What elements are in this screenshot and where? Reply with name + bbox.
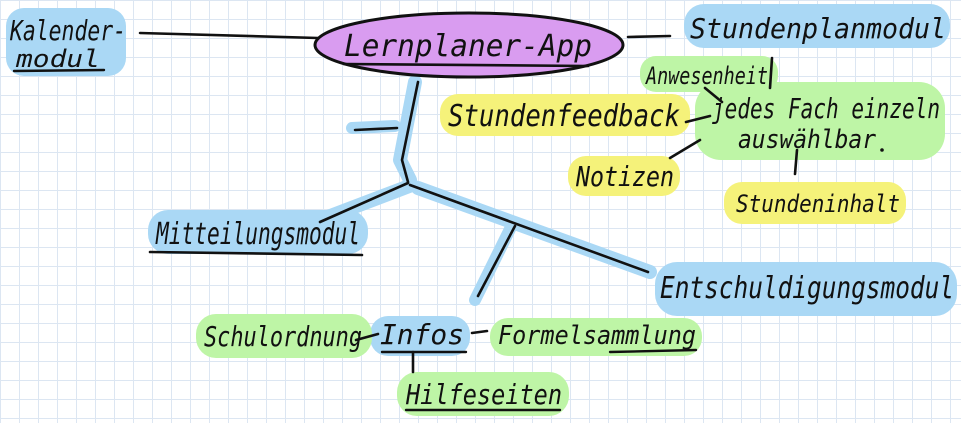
highlight-hilfeseiten	[397, 372, 569, 416]
highlight-mitteilung	[148, 210, 368, 254]
highlight-entschuld	[655, 262, 957, 316]
line-stundenplan-to-anwesenheit	[768, 56, 774, 90]
highlight-formelsammlung	[490, 318, 702, 356]
line-to-mitteilung	[318, 181, 410, 224]
anwesenheit-label: Anwesenheit	[644, 62, 768, 90]
mitteilung-label: Mitteilungsmodul	[155, 217, 360, 252]
stundenfeedback-label: Stundenfeedback	[448, 99, 680, 134]
line-underline-mitteilung	[148, 250, 364, 257]
notizen-label: Notizen	[575, 160, 674, 193]
highlight-infos	[370, 316, 470, 356]
entschuld-label: Entschuldigungsmodul	[660, 271, 954, 306]
highlight-stundenplan	[684, 4, 950, 48]
highlight-notizen	[568, 156, 680, 196]
kalender-underline	[12, 68, 106, 73]
highlights	[6, 4, 957, 416]
line-sub-branch	[476, 224, 517, 298]
connectors	[138, 31, 799, 374]
line-anwesenheit-to-fach	[703, 86, 724, 104]
highlight-stundenfeedback	[440, 94, 690, 136]
formelsammlung-underline	[608, 348, 698, 354]
line-trunk	[400, 80, 420, 184]
hilfeseiten-label: Hilfeseiten	[405, 378, 562, 411]
line-feedback-to-fach	[684, 114, 712, 124]
stundenplan-label: Stundenplanmodul	[690, 12, 946, 45]
fach-label-line1: jedes Fach einzeln	[712, 92, 940, 125]
kalender-label-line1: Kalender-	[9, 14, 126, 47]
ink-dot	[880, 148, 884, 152]
line-infos-formel	[470, 329, 489, 335]
highlight-side-stub	[346, 120, 401, 134]
line-side-stub	[353, 126, 399, 132]
line-schulordnung-infos	[354, 332, 380, 342]
labels: Lernplaner-App Kalender- modul Stundenpl…	[9, 12, 954, 412]
formelsammlung-label: Formelsammlung	[498, 321, 696, 351]
highlight-stundeninhalt	[724, 182, 906, 224]
line-notizen-to-fach	[668, 138, 702, 160]
infos-label: Infos	[380, 318, 464, 351]
highlight-fach-auswahl	[695, 82, 945, 160]
schulordnung-label: Schulordnung	[204, 320, 362, 353]
line-root-stundenplan	[626, 34, 672, 39]
highlight-schulordnung	[196, 314, 372, 358]
root-underline	[342, 62, 590, 68]
root-label: Lernplaner-App	[344, 29, 592, 64]
root-ellipse[interactable]	[313, 11, 625, 79]
stundeninhalt-label: Stundeninhalt	[736, 190, 900, 218]
kalender-label-line2: modul	[15, 45, 100, 73]
line-root-kalender	[138, 31, 320, 40]
fach-label-line2: auswählbar	[738, 125, 876, 155]
line-to-entschuld	[408, 183, 650, 274]
highlight-kalender	[6, 8, 126, 76]
line-fach-to-inhalt	[793, 148, 799, 176]
